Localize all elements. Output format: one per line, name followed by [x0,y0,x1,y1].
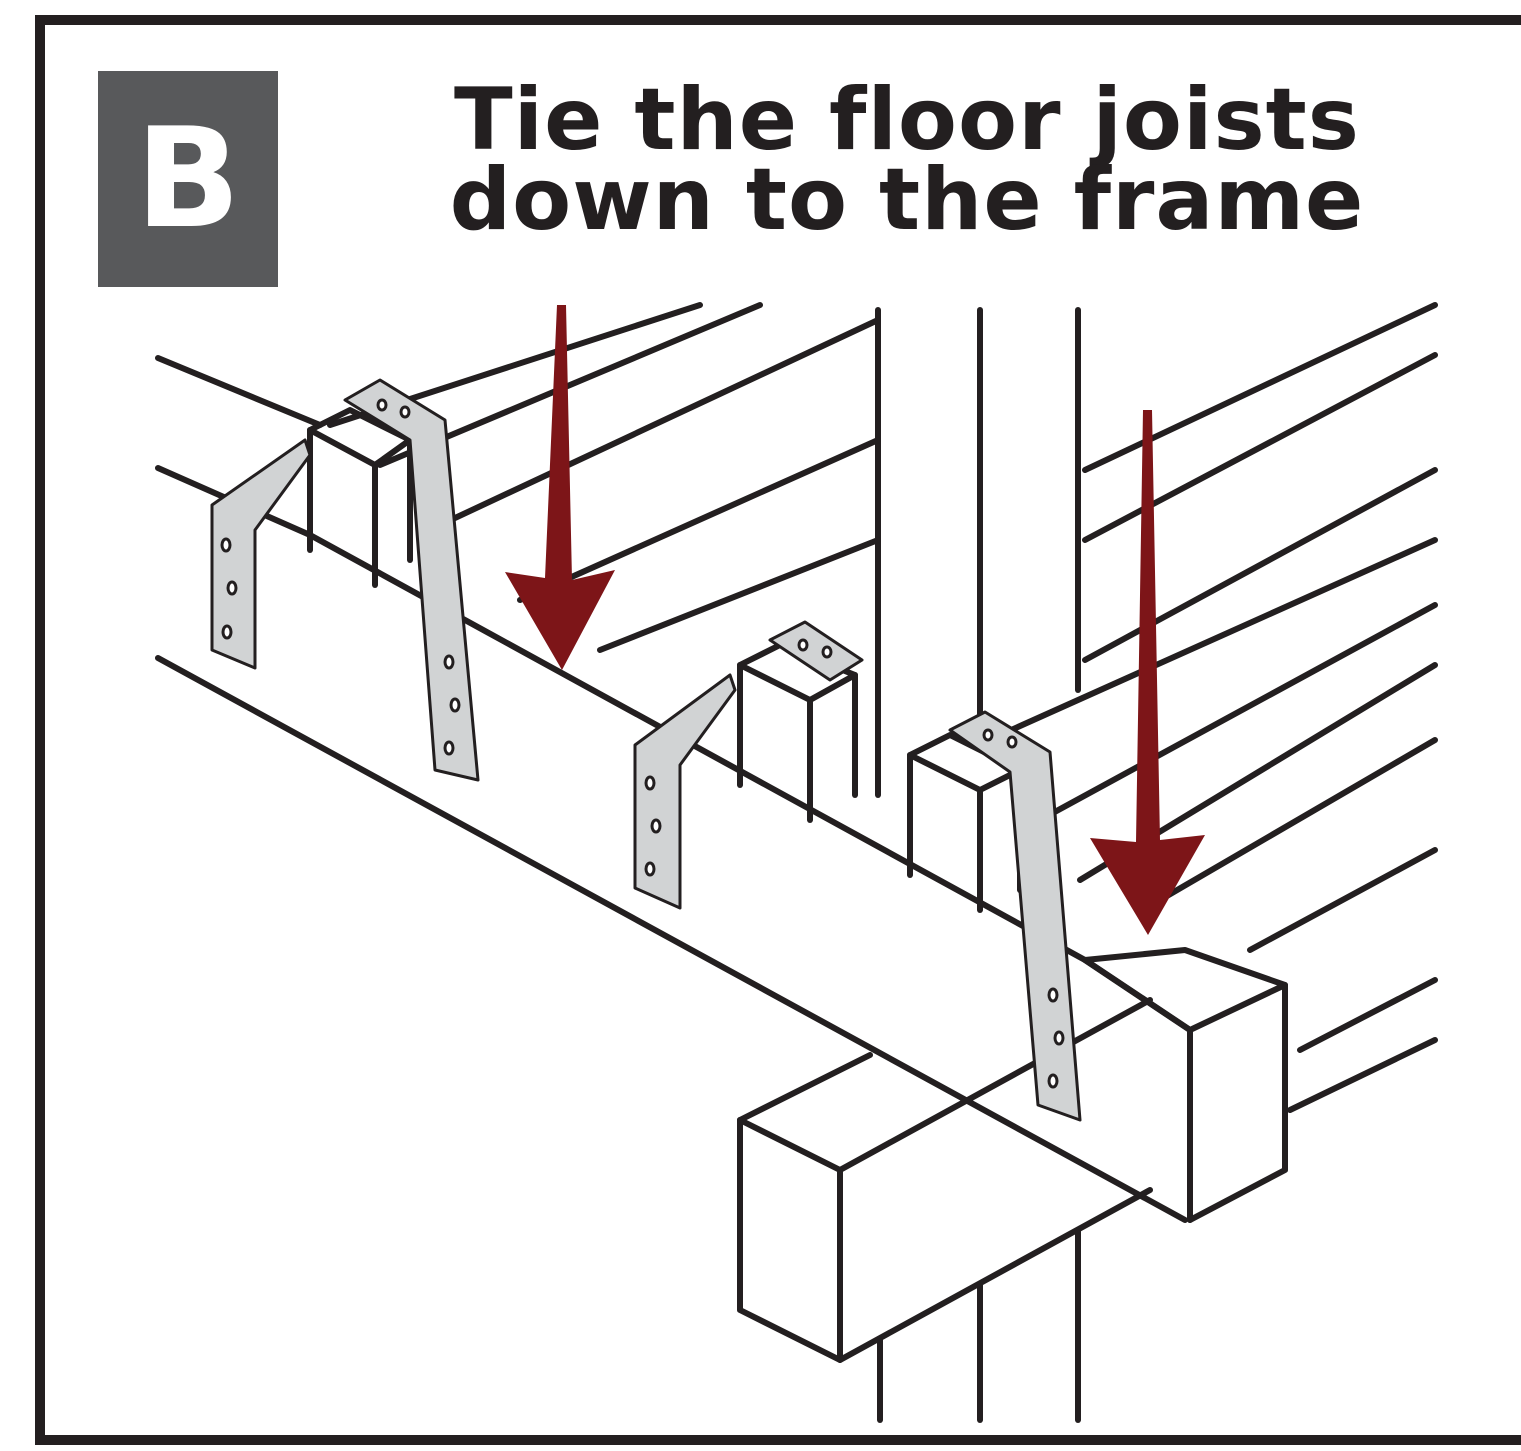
title-line-2: down to the frame [449,150,1365,250]
tie-strap-over-left [343,378,480,782]
tie-strap-top-middle [768,620,864,682]
title-line-1: Tie the floor joists [454,70,1360,170]
tie-strap-over-right [948,710,1082,1122]
nail-holes [220,398,1065,1089]
down-arrow-icon [1090,410,1205,935]
instruction-title: Tie the floor joists down to the frame [392,70,1422,250]
tie-strap-middle [633,673,737,910]
step-badge-background [98,71,278,287]
down-arrow-icon [505,305,615,670]
tie-strap-left [210,438,312,670]
tie-straps [210,378,1082,1122]
down-arrows [505,305,1205,935]
framing-lines [155,302,1438,1423]
step-badge: B [135,98,241,259]
panel-border [35,15,1521,1445]
